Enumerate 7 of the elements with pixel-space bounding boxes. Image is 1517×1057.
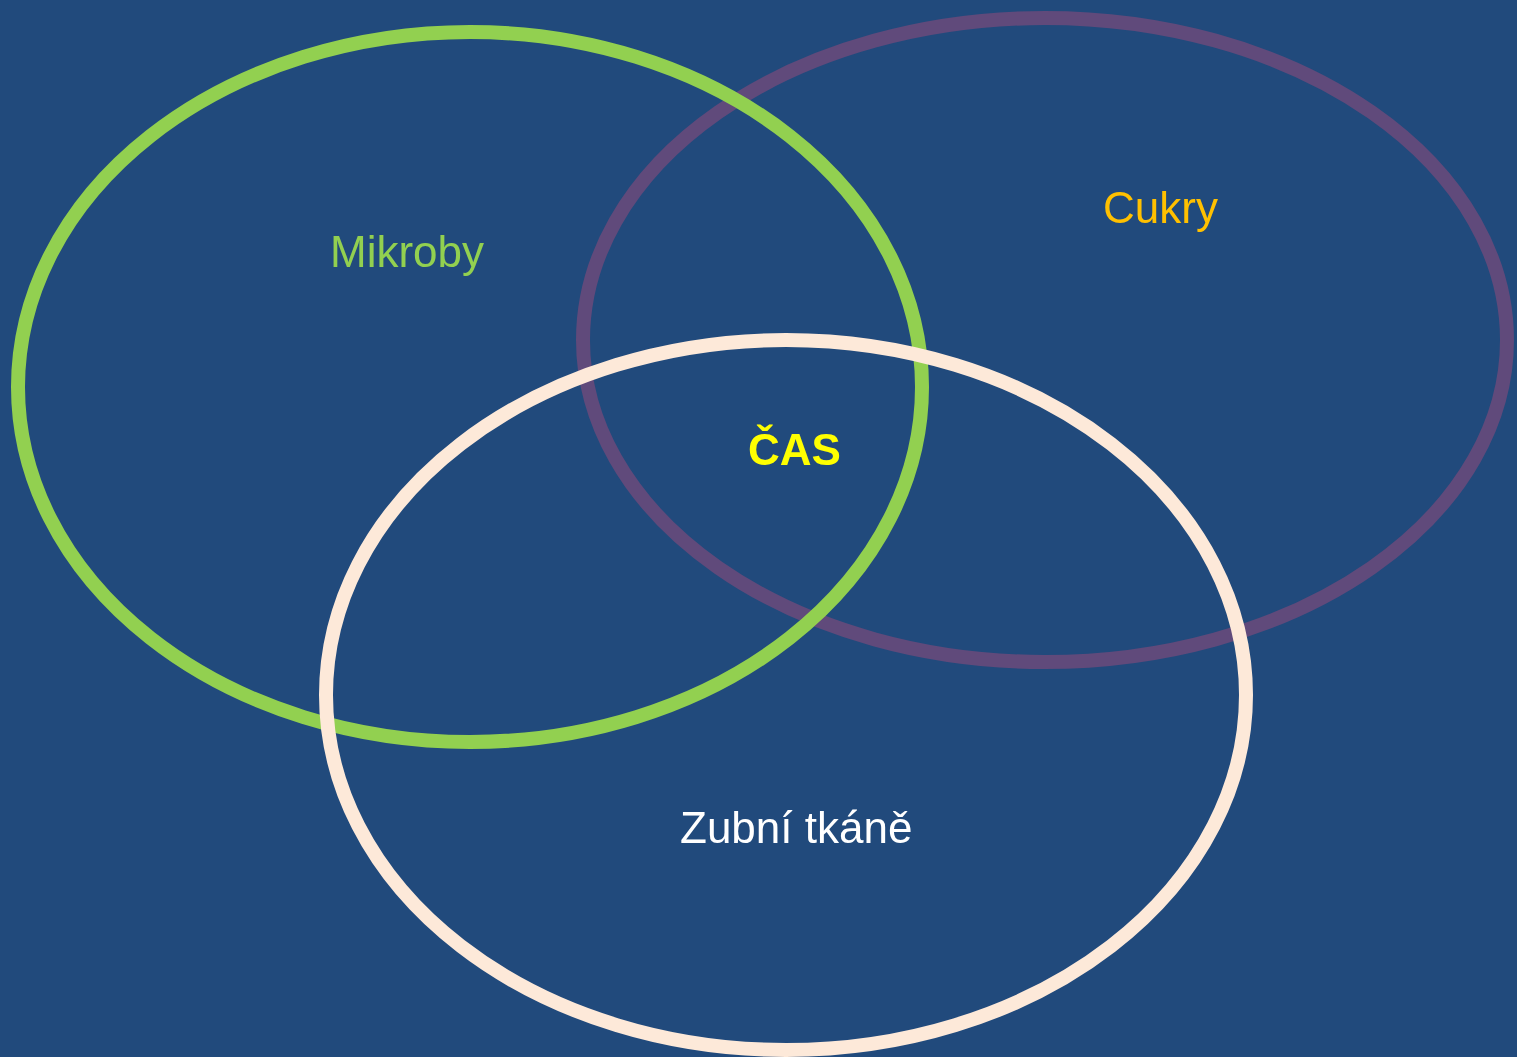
- set-label: Zubní tkáně: [680, 804, 913, 853]
- venn-ellipse: [11, 25, 929, 749]
- venn-ellipse: [319, 333, 1253, 1057]
- set-label: Mikroby: [330, 228, 485, 277]
- center-label: ČAS: [748, 426, 841, 475]
- set-label: Cukry: [1103, 184, 1218, 233]
- venn-ellipse: [576, 11, 1514, 669]
